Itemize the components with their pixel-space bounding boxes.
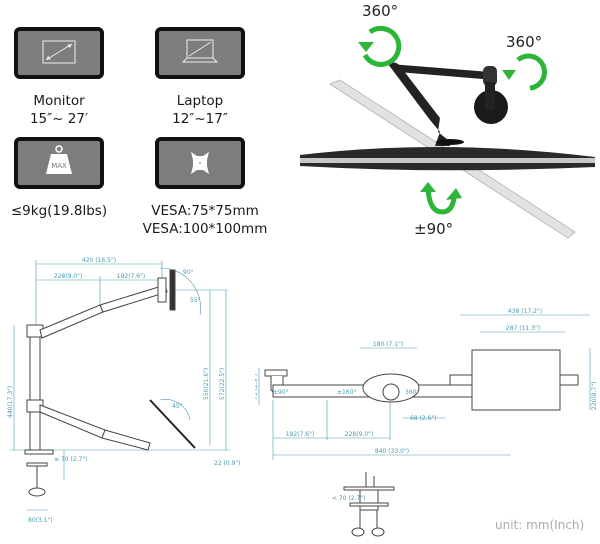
svg-text:22 (0.9"): 22 (0.9") bbox=[214, 460, 241, 467]
svg-text:420 (16.5"): 420 (16.5") bbox=[82, 257, 116, 264]
vesa-plate-icon bbox=[155, 137, 245, 189]
monitor-label: Monitor 15″~ 27′ bbox=[29, 93, 89, 127]
svg-text:438 (17.2"): 438 (17.2") bbox=[508, 308, 542, 315]
monitor-arm-rotation-illustration bbox=[290, 0, 600, 245]
svg-text:220(8.7"): 220(8.7") bbox=[591, 382, 598, 410]
svg-text:< 70 (2.7"): < 70 (2.7") bbox=[332, 495, 365, 502]
svg-text:287 (11.3"): 287 (11.3") bbox=[506, 325, 540, 332]
svg-text:192(7.6"): 192(7.6") bbox=[286, 431, 314, 438]
svg-text:572(22.5"): 572(22.5") bbox=[219, 368, 226, 400]
svg-text:80(3.1"): 80(3.1") bbox=[28, 517, 53, 524]
laptop-diagonal-icon bbox=[155, 27, 245, 79]
svg-text:45°: 45° bbox=[172, 403, 183, 410]
svg-text:360°: 360° bbox=[405, 389, 419, 396]
svg-text:228(9.0"): 228(9.0") bbox=[54, 273, 82, 280]
laptop-label: Laptop 12″~17″ bbox=[172, 93, 228, 127]
svg-text:±90°: ±90° bbox=[273, 389, 289, 396]
svg-text:±160°: ±160° bbox=[337, 389, 356, 396]
side-view-dimension-drawing: 420 (16.5") 228(9.0") 192(7.6") 90° 55° … bbox=[0, 250, 260, 540]
svg-text:550(21.6"): 550(21.6") bbox=[203, 368, 210, 400]
svg-text:180 (7.1"): 180 (7.1") bbox=[373, 341, 403, 348]
svg-text:840 (33.0"): 840 (33.0") bbox=[375, 448, 409, 455]
svg-text:228(9.0"): 228(9.0") bbox=[345, 431, 373, 438]
svg-text:68 (2.6"): 68 (2.6") bbox=[410, 415, 437, 422]
top-view-dimension-drawing: ±90° ±160° 360° 180 (7.1") 75 (2.9") 68 … bbox=[252, 300, 600, 465]
svg-text:192(7.6"): 192(7.6") bbox=[117, 273, 145, 280]
arm-rotation-label: 360° bbox=[362, 2, 399, 20]
svg-text:440(17.3"): 440(17.3") bbox=[7, 386, 14, 418]
head-rotation-label: 360° bbox=[506, 33, 543, 51]
weight-label: ≤9kg(19.8lbs) bbox=[10, 203, 108, 219]
clamp-dimension-drawing: < 70 (2.7") bbox=[330, 470, 430, 540]
rotate-arrow-icon bbox=[362, 25, 402, 67]
svg-text:75 (2.9"): 75 (2.9") bbox=[255, 373, 259, 400]
svg-text:≤ 70 (2.7"): ≤ 70 (2.7") bbox=[54, 456, 87, 463]
svg-text:MAX: MAX bbox=[51, 162, 67, 170]
tilt-label: ±90° bbox=[414, 220, 454, 238]
unit-label: unit: mm(Inch) bbox=[495, 518, 585, 532]
vesa-label: VESA:75*75mm VESA:100*100mm bbox=[142, 203, 268, 237]
svg-text:90°: 90° bbox=[183, 269, 194, 276]
max-weight-icon: MAX bbox=[14, 137, 104, 189]
monitor-diagonal-icon bbox=[14, 27, 104, 79]
svg-text:55°: 55° bbox=[190, 297, 201, 304]
